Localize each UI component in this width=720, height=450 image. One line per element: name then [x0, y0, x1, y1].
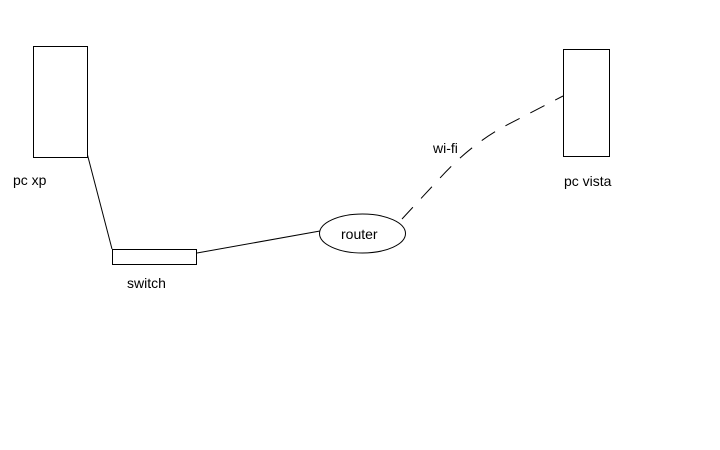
pc-vista-box	[563, 49, 610, 157]
pc-xp-box	[33, 46, 88, 158]
switch-box	[112, 249, 197, 265]
link-switch-router	[196, 230, 321, 254]
pc-xp-label: pc xp	[13, 172, 47, 188]
router-ellipse	[319, 213, 406, 254]
router-label: router	[341, 226, 378, 242]
switch-label: switch	[127, 275, 166, 291]
wifi-link-router-pcvista	[401, 95, 564, 220]
link-pcxp-switch	[87, 154, 113, 250]
wifi-label: wi-fi	[433, 140, 458, 156]
pc-vista-label: pc vista	[564, 173, 612, 189]
